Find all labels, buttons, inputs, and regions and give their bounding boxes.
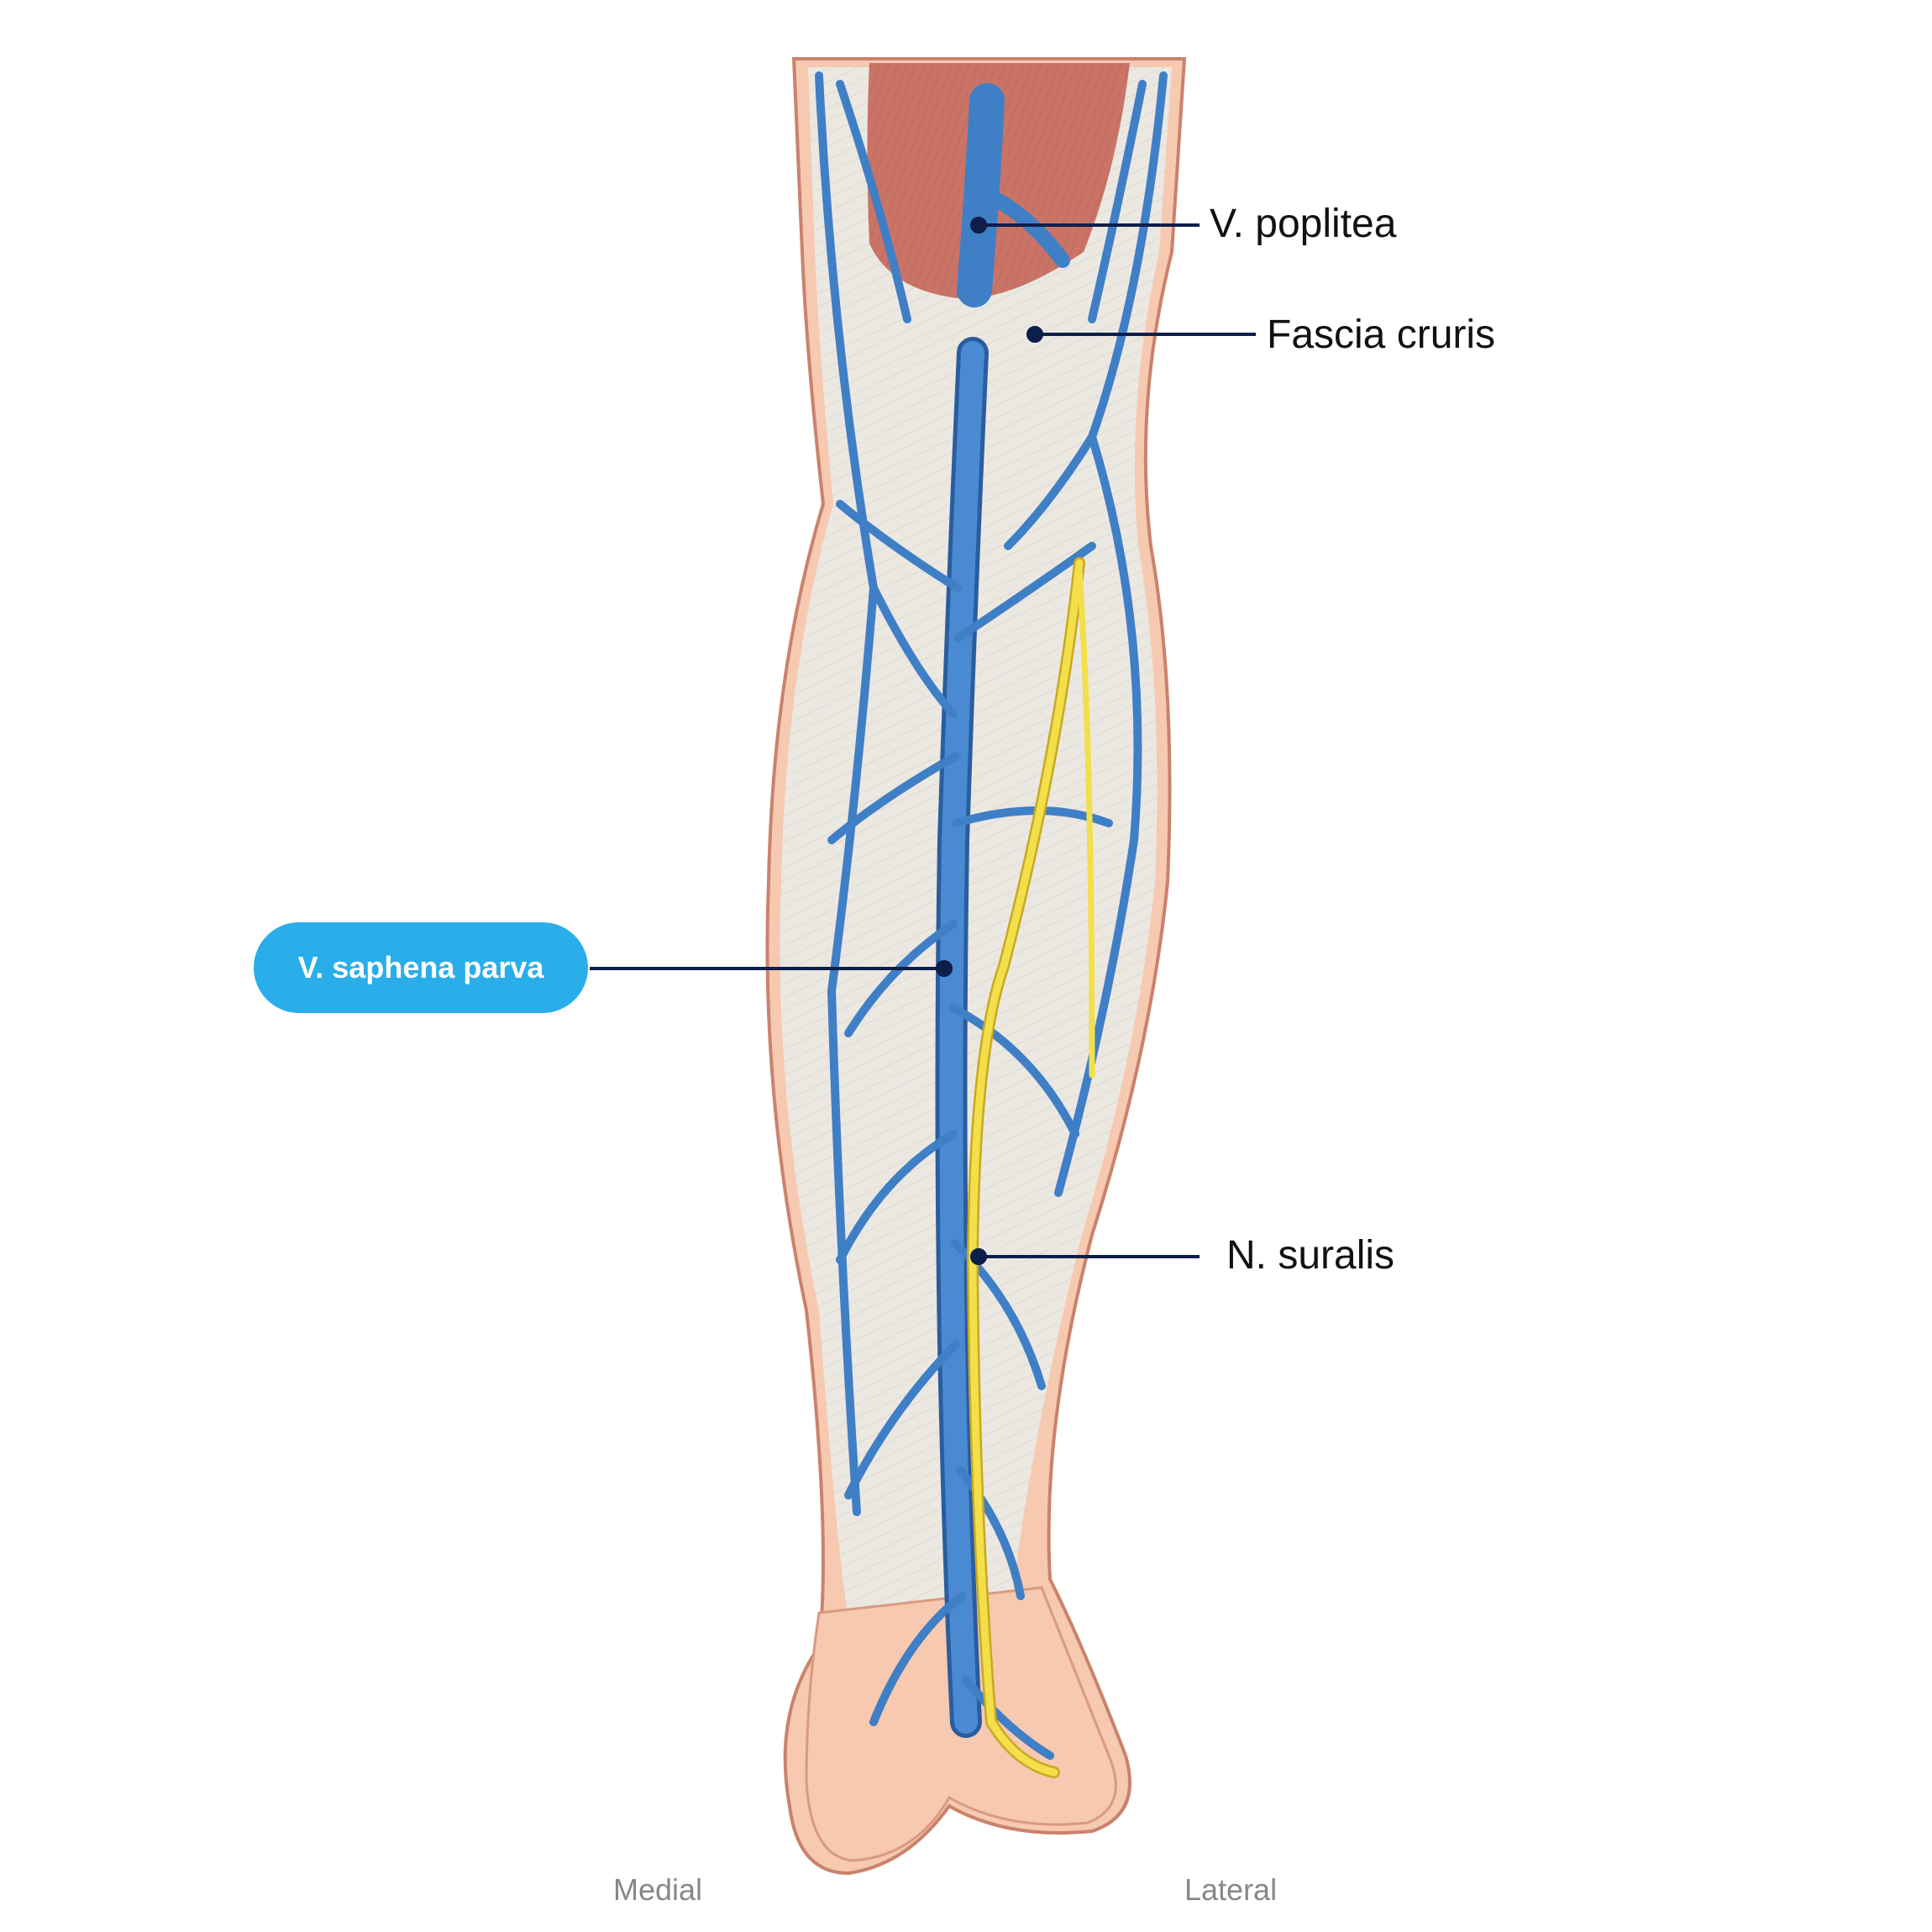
label-n-suralis: N. suralis — [1226, 1233, 1395, 1278]
label-v-saphena-parva[interactable]: V. saphena parva — [254, 922, 588, 1013]
label-fascia-cruris: Fascia cruris — [1267, 312, 1496, 357]
label-v-poplitea: V. poplitea — [1210, 202, 1397, 246]
leader-lines — [590, 217, 1256, 1265]
orientation-lateral: Lateral — [1184, 1872, 1278, 1907]
tributary-veins — [815, 71, 1168, 1760]
orientation-medial: Medial — [613, 1872, 703, 1907]
